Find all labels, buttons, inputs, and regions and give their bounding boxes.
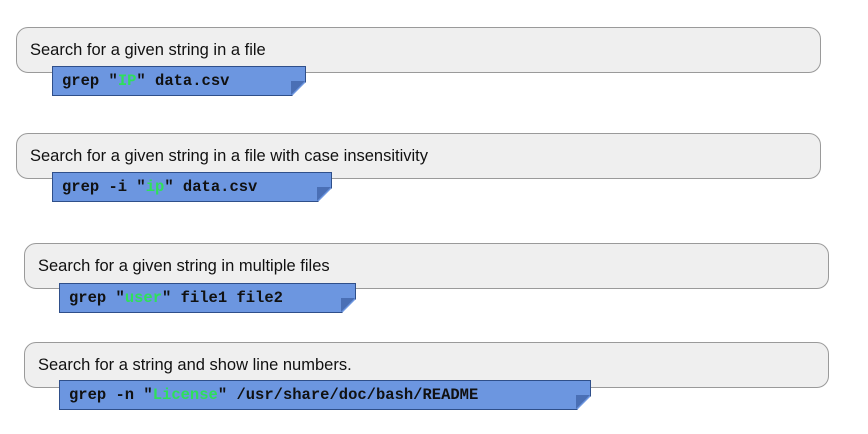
example-description: Search for a given string in multiple fi… (38, 257, 330, 275)
search-string: user (124, 289, 163, 307)
command-prefix: grep -n " (69, 386, 153, 404)
search-string: IP (117, 72, 137, 90)
command-text: grep "IP" data.csv (62, 72, 229, 90)
command-box: grep "user" file1 file2 (59, 283, 356, 313)
folded-corner (291, 81, 305, 95)
command-box: grep -i "ip" data.csv (52, 172, 332, 202)
example-description: Search for a given string in a file (30, 41, 266, 59)
folded-corner (576, 395, 590, 409)
example-description: Search for a given string in a file with… (30, 147, 429, 165)
folded-corner (341, 298, 355, 312)
example-card: Search for a given string in multiple fi… (24, 243, 829, 289)
command-text: grep -n "License" /usr/share/doc/bash/RE… (69, 386, 478, 404)
command-prefix: grep -i " (62, 178, 146, 196)
command-prefix: grep " (69, 289, 125, 307)
command-box: grep "IP" data.csv (52, 66, 306, 96)
example-card: Search for a given string in a file (16, 27, 821, 73)
command-suffix: " /usr/share/doc/bash/README (217, 386, 479, 404)
example-card: Search for a given string in a file with… (16, 133, 821, 179)
search-string: ip (145, 178, 165, 196)
command-text: grep -i "ip" data.csv (62, 178, 257, 196)
search-string: License (152, 386, 218, 404)
command-suffix: " data.csv (136, 72, 230, 90)
command-suffix: " data.csv (164, 178, 258, 196)
command-prefix: grep " (62, 72, 118, 90)
command-text: grep "user" file1 file2 (69, 289, 283, 307)
command-suffix: " file1 file2 (162, 289, 283, 307)
folded-corner (317, 187, 331, 201)
example-description: Search for a string and show line number… (38, 356, 352, 374)
command-box: grep -n "License" /usr/share/doc/bash/RE… (59, 380, 591, 410)
